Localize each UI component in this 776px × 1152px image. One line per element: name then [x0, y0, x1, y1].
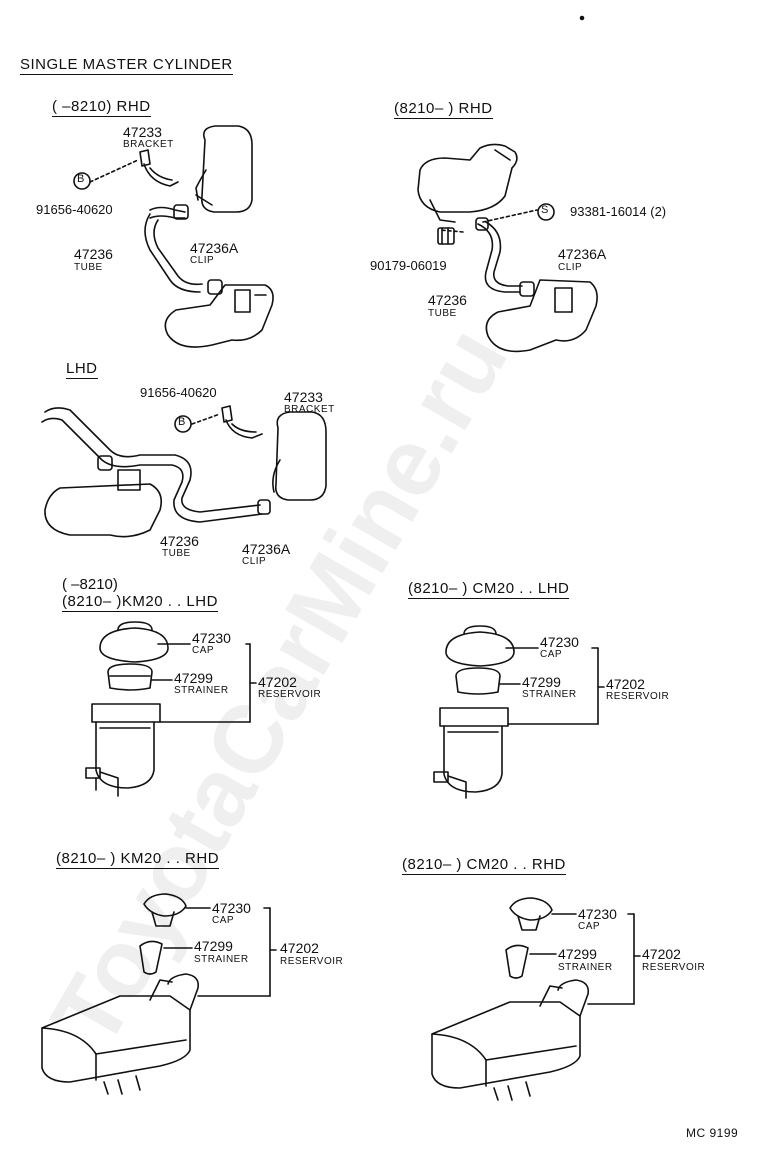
s7-part-name-reservoir: RESERVOIR — [642, 962, 706, 973]
s4-part-47202: 47202 — [258, 674, 297, 690]
s5-part-47299: 47299 — [522, 674, 561, 690]
s1-part-name-clip: CLIP — [190, 255, 215, 266]
s1-tube-drawing — [144, 204, 223, 295]
s1-master-cylinder-drawing — [164, 284, 274, 348]
s1-b-symbol-circle — [73, 172, 91, 190]
s3-bracket-drawing — [221, 405, 263, 439]
s3-part-47236A: 47236A — [242, 541, 291, 557]
s1-part-47236A: 47236A — [190, 240, 239, 256]
s3-part-91656-40620: 91656-40620 — [140, 385, 217, 400]
s3-b-symbol-circle — [174, 415, 192, 433]
s4-part-47299: 47299 — [174, 670, 213, 686]
s1-part-name-tube: TUBE — [74, 262, 103, 273]
s2-master-cylinder-drawing — [485, 279, 598, 353]
s3-part-47233: 47233 — [284, 389, 323, 405]
s7-header: (8210– ) CM20 . . RHD — [402, 856, 566, 875]
s7-part-47230: 47230 — [578, 906, 617, 922]
s1-part-name-bracket: BRACKET — [123, 139, 174, 150]
s2-part-47236A: 47236A — [558, 246, 607, 262]
s4-leader-lines — [151, 643, 257, 723]
s2-s-symbol-circle — [537, 203, 555, 221]
s6-part-name-strainer: STRAINER — [194, 954, 249, 965]
s4-header-line2: (8210– )KM20 . . LHD — [62, 593, 218, 612]
s1-part-47236: 47236 — [74, 246, 113, 262]
s3-b-symbol: B — [178, 416, 186, 428]
s4-part-name-reservoir: RESERVOIR — [258, 689, 322, 700]
s2-s-symbol: S — [541, 204, 549, 216]
s1-bracket-drawing — [139, 149, 179, 187]
s5-part-name-cap: CAP — [540, 649, 563, 660]
s1-b-symbol: B — [77, 173, 85, 185]
s2-part-47236: 47236 — [428, 292, 467, 308]
s5-leader-lines — [499, 647, 605, 725]
s2-tube-drawing — [475, 217, 535, 297]
s4-part-name-cap: CAP — [192, 645, 215, 656]
s5-part-47230: 47230 — [540, 634, 579, 650]
s3-master-cylinder-drawing — [44, 469, 163, 538]
s1-reservoir-drawing — [195, 125, 253, 213]
s3-part-name-clip: CLIP — [242, 556, 267, 567]
s2-part-93381-16014: 93381-16014 (2) — [570, 204, 667, 219]
s4-header-line1: ( –8210) — [62, 576, 118, 593]
s2-part-name-tube: TUBE — [428, 308, 457, 319]
s1-part-91656-40620: 91656-40620 — [36, 202, 113, 217]
s6-reservoir-drawing — [41, 893, 200, 1095]
s4-reservoir-drawing — [85, 621, 169, 797]
s7-part-name-strainer: STRAINER — [558, 962, 613, 973]
s4-part-name-strainer: STRAINER — [174, 685, 229, 696]
s5-header: (8210– ) CM20 . . LHD — [408, 580, 570, 599]
s6-part-47299: 47299 — [194, 938, 233, 954]
s5-reservoir-drawing — [433, 625, 515, 799]
s6-part-47230: 47230 — [212, 900, 251, 916]
s2-grommet-drawing — [437, 227, 455, 245]
s7-leader-lines — [529, 913, 641, 1005]
s3-reservoir-drawing — [272, 411, 327, 501]
s6-part-47202: 47202 — [280, 940, 319, 956]
s3-tube-drawing — [41, 407, 271, 523]
s3-part-name-tube: TUBE — [162, 548, 191, 559]
s2-header: (8210– ) RHD — [394, 100, 493, 119]
s1-part-47233: 47233 — [123, 124, 162, 140]
s2-part-name-clip: CLIP — [558, 262, 583, 273]
s3-part-47236: 47236 — [160, 533, 199, 549]
s7-part-47202: 47202 — [642, 946, 681, 962]
s3-part-name-bracket: BRACKET — [284, 404, 335, 415]
s3-header: LHD — [66, 360, 98, 379]
s2-reservoir-drawing — [417, 143, 518, 223]
s4-part-47230: 47230 — [192, 630, 231, 646]
footer-code: MC 9199 — [686, 1126, 739, 1140]
s6-header: (8210– ) KM20 . . RHD — [56, 850, 220, 869]
s1-header: ( –8210) RHD — [52, 98, 151, 117]
s5-part-47202: 47202 — [606, 676, 645, 692]
s2-part-90179-06019: 90179-06019 — [370, 258, 447, 273]
s6-part-name-cap: CAP — [212, 915, 235, 926]
page-title: SINGLE MASTER CYLINDER — [20, 56, 233, 75]
s6-part-name-reservoir: RESERVOIR — [280, 956, 344, 967]
s6-leader-lines — [163, 907, 277, 997]
s7-part-name-cap: CAP — [578, 921, 601, 932]
s7-part-47299: 47299 — [558, 946, 597, 962]
s5-part-name-strainer: STRAINER — [522, 689, 577, 700]
s7-reservoir-drawing — [431, 897, 590, 1101]
s5-part-name-reservoir: RESERVOIR — [606, 691, 670, 702]
